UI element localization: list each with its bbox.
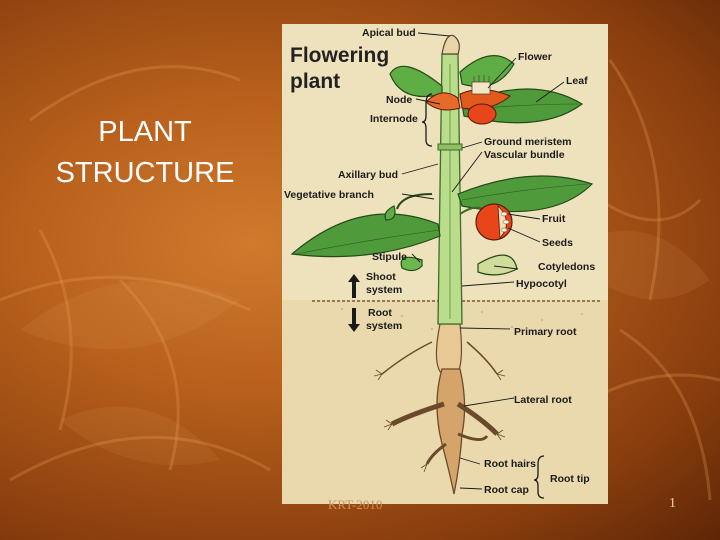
soil-speckles [341, 308, 583, 330]
slide-title: PLANT STRUCTURE [40, 112, 250, 194]
label-vegetative-branch: Vegetative branch [284, 189, 374, 201]
label-node: Node [386, 94, 412, 106]
label-root-line-1: Root [368, 307, 392, 319]
node-band [437, 143, 463, 151]
label-ground-meristem: Ground meristem [484, 136, 572, 148]
label-root-tip: Root tip [550, 473, 590, 485]
plant-illustration: Flowering plant Apical bud Flower Leaf N… [282, 27, 608, 504]
diagram-title-line-1: Flowering [290, 44, 389, 67]
label-axillary-bud: Axillary bud [338, 169, 398, 181]
root-system-drawing [373, 323, 506, 495]
fruit-drawing [459, 203, 513, 241]
label-seeds: Seeds [542, 237, 573, 249]
label-hypocotyl: Hypocotyl [516, 278, 567, 290]
apical-bud-drawing [441, 34, 460, 55]
diagram-title-line-2: plant [290, 70, 340, 93]
label-flower: Flower [518, 51, 552, 63]
label-root-cap: Root cap [484, 484, 529, 496]
label-primary-root: Primary root [514, 326, 577, 338]
label-shoot-line-1: Shoot [366, 271, 396, 283]
label-root-line-2: system [366, 320, 402, 332]
label-vascular-bundle: Vascular bundle [484, 149, 565, 161]
label-shoot-line-2: system [366, 284, 402, 296]
label-leaf: Leaf [566, 75, 588, 87]
slide-number: 1 [669, 496, 676, 511]
root-tip-brace [533, 455, 545, 499]
label-stipule: Stipule [372, 251, 407, 263]
label-cotyledons: Cotyledons [538, 261, 595, 273]
footer-text: KRT-2010 [328, 497, 383, 512]
slide-title-line-1: PLANT [98, 116, 192, 148]
slide-title-line-2: STRUCTURE [55, 157, 235, 189]
leader-lines [401, 32, 565, 490]
label-root-hairs: Root hairs [484, 458, 536, 470]
label-internode: Internode [370, 113, 418, 125]
label-lateral-root: Lateral root [514, 394, 572, 406]
label-apical-bud: Apical bud [362, 27, 416, 39]
system-arrows [348, 274, 360, 332]
label-fruit: Fruit [542, 213, 566, 225]
plant-diagram: Flowering plant Apical bud Flower Leaf N… [282, 24, 608, 504]
internode-brace [421, 93, 433, 147]
flower-drawing [425, 75, 511, 125]
